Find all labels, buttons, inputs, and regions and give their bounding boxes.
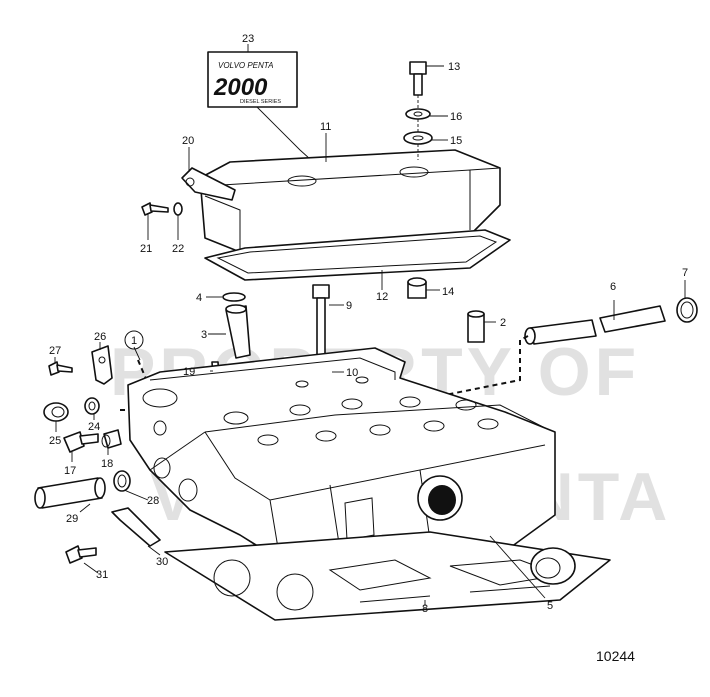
callout-20[interactable]: 20 [182,135,194,147]
callout-11[interactable]: 11 [320,121,331,133]
callout-16[interactable]: 16 [450,111,462,123]
part-2-sleeve[interactable] [467,310,485,343]
callout-21[interactable]: 21 [140,243,152,255]
part-30-bracket[interactable] [111,507,161,547]
part-23-decal[interactable]: VOLVO PENTA 2000 DIESEL SERIES [207,51,298,108]
callout-17[interactable]: 17 [64,465,76,477]
callout-27[interactable]: 27 [49,345,61,357]
callout-29[interactable]: 29 [66,513,78,525]
part-15-seal[interactable] [403,131,433,145]
callout-3[interactable]: 3 [201,329,207,341]
part-8-head-gasket[interactable] [164,531,611,621]
part-17-bolt[interactable] [63,431,99,453]
callout-8[interactable]: 8 [422,603,428,615]
part-5-plug[interactable] [530,547,576,585]
callout-26[interactable]: 26 [94,331,106,343]
part-20-lifting-eye[interactable] [181,167,236,201]
callout-6[interactable]: 6 [610,281,616,293]
callout-24[interactable]: 24 [88,421,100,433]
callout-7[interactable]: 7 [682,267,688,279]
part-26-bracket[interactable] [91,345,113,385]
part-1-cylinder-head[interactable] [127,347,556,561]
callout-14[interactable]: 14 [442,286,454,298]
part-27-screw[interactable] [48,361,73,376]
part-28-seal[interactable] [113,470,131,492]
callout-12[interactable]: 12 [376,291,388,303]
callout-22[interactable]: 22 [172,243,184,255]
callout-18[interactable]: 18 [101,458,113,470]
callout-1-circle [124,330,144,350]
leader-lines [54,44,686,606]
part-24-washer[interactable] [84,397,100,415]
callout-10[interactable]: 10 [346,367,358,379]
callout-4[interactable]: 4 [196,292,202,304]
part-14-sleeve[interactable] [407,277,427,299]
part-31-bolt[interactable] [65,545,97,564]
callout-15[interactable]: 15 [450,135,462,147]
callout-30[interactable]: 30 [156,556,168,568]
part-11-valve-cover[interactable] [199,149,501,253]
callout-labels: 1 2 3 4 5 6 7 8 9 10 11 12 13 14 15 16 1… [49,33,688,615]
callout-23[interactable]: 23 [242,33,254,45]
callout-1[interactable]: 1 [131,335,137,347]
part-29-tube[interactable] [34,477,106,509]
part-22-washer[interactable] [173,202,183,216]
part-6-tube-pair[interactable] [524,305,666,345]
logo-series: DIESEL SERIES [240,99,281,105]
part-7-seal-ring[interactable] [676,297,698,323]
part-4-o-ring[interactable] [222,292,246,302]
part-25-plug[interactable] [43,402,69,422]
part-18-nipple[interactable] [101,429,122,449]
callout-19[interactable]: 19 [183,366,195,378]
logo-brand: VOLVO PENTA [218,61,273,70]
part-21-bolt[interactable] [141,202,169,216]
callout-2[interactable]: 2 [500,317,506,329]
part-16-washer[interactable] [405,108,431,120]
callout-28[interactable]: 28 [147,495,159,507]
part-3-sleeve[interactable] [225,304,251,359]
callout-5[interactable]: 5 [547,600,553,612]
part-12-cover-gasket[interactable] [204,229,511,281]
callout-31[interactable]: 31 [96,569,108,581]
callout-25[interactable]: 25 [49,435,61,447]
logo-model: 2000 [213,74,268,101]
callout-9[interactable]: 9 [346,300,352,312]
figure-number: 10244 [596,648,635,664]
part-13-bolt[interactable] [409,61,427,96]
callout-13[interactable]: 13 [448,61,460,73]
